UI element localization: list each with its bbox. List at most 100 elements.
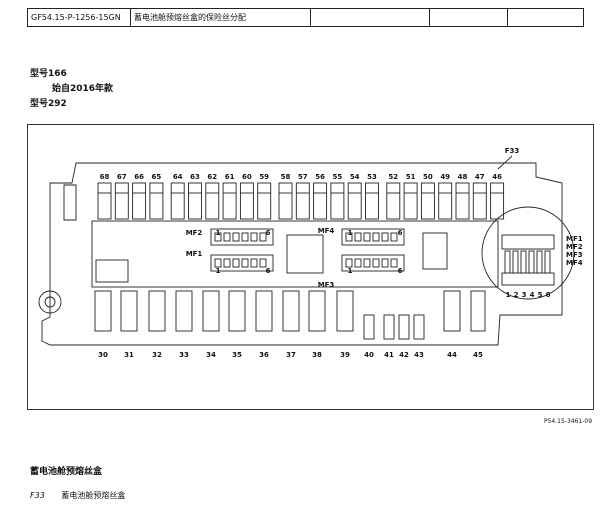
header-cell-empty-2 (430, 9, 508, 26)
top-fuse (438, 182, 453, 220)
relay-mf3-pin (372, 258, 380, 268)
mount-ring (38, 290, 62, 314)
bottom-fuse (383, 314, 395, 340)
relay-mf4-pin (390, 232, 398, 242)
relay-mf3-pin (345, 258, 353, 268)
top-fuse-label: 64 (173, 173, 183, 181)
relay-mf4-pin (372, 232, 380, 242)
top-fuse (97, 182, 112, 220)
top-fuse-label: 65 (152, 173, 162, 181)
top-fuse (403, 182, 418, 220)
relay-mf4 (341, 228, 405, 246)
top-fuse (239, 182, 254, 220)
relay-pin-label: 6 (398, 229, 403, 237)
top-fuse-label: 62 (207, 173, 217, 181)
inset-pin (512, 250, 519, 274)
top-fuse (295, 182, 310, 220)
top-fuse (205, 182, 220, 220)
relay-mf3-pin (390, 258, 398, 268)
top-fuse (455, 182, 470, 220)
top-fuse (149, 182, 164, 220)
top-fuse-label: 50 (423, 173, 433, 181)
relay-pin-label: 6 (266, 267, 271, 275)
inset-label: MF2 (566, 243, 583, 251)
top-fuse (365, 182, 379, 220)
relay-mf1-pin (214, 258, 222, 268)
relay-mf1-pin (223, 258, 231, 268)
top-fuse-label: 53 (367, 173, 377, 181)
relay-mf4-pin (363, 232, 371, 242)
header-cell-empty-1 (311, 9, 430, 26)
top-fuse-label: 51 (406, 173, 416, 181)
top-fuse (170, 182, 185, 220)
top-fuse (132, 182, 147, 220)
relay-mf2-pin (241, 232, 249, 242)
top-fuse-label: 49 (440, 173, 450, 181)
inset-label: MF3 (566, 251, 583, 259)
top-fuse (257, 182, 272, 220)
center-block (286, 234, 324, 274)
bottom-fuse-label: 39 (340, 351, 350, 359)
bottom-fuse (282, 290, 300, 332)
bottom-fuse-label: 33 (179, 351, 189, 359)
side-block (422, 232, 448, 270)
top-fuse-label: 48 (458, 173, 468, 181)
inset-label: MF1 (566, 235, 583, 243)
bottom-fuse (398, 314, 410, 340)
inset-relay-top (501, 234, 555, 250)
doc-title: 蓄电池舱预熔丝盒的保险丝分配 (131, 9, 311, 26)
relay-mf2-pin (259, 232, 267, 242)
top-fuse-label: 52 (388, 173, 398, 181)
relay-mf2-pin (214, 232, 222, 242)
legend-key: F33 (30, 491, 45, 500)
top-fuse (222, 182, 237, 220)
top-fuse (313, 182, 328, 220)
relay-mf2-pin (223, 232, 231, 242)
relay-label-mf3: MF3 (318, 281, 335, 289)
top-fuse-label: 54 (350, 173, 360, 181)
relay-pin-label: 1 (348, 229, 353, 237)
inset-pin-label: 2 (514, 291, 519, 299)
top-fuse-label: 57 (298, 173, 308, 181)
bottom-fuse (308, 290, 326, 332)
top-fuse (490, 182, 505, 220)
inset-pin-label: 4 (530, 291, 535, 299)
header-cell-empty-3 (508, 9, 583, 26)
top-fuse-label: 59 (259, 173, 269, 181)
inset-relay-base (501, 272, 555, 286)
bottom-fuse-label: 38 (312, 351, 322, 359)
relay-label-mf1: MF1 (186, 250, 203, 258)
inset-pin (520, 250, 527, 274)
model-line-1: 型号166 (30, 69, 67, 79)
top-fuse (278, 182, 293, 220)
relay-mf1-pin (241, 258, 249, 268)
relay-mf3-pin (381, 258, 389, 268)
bottom-fuse-label: 41 (384, 351, 394, 359)
inset-circle (481, 206, 575, 300)
bottom-fuse-label: 31 (124, 351, 134, 359)
figure-caption: 蓄电池舱预熔丝盒 (30, 467, 103, 477)
inset-pin-label: 1 (506, 291, 511, 299)
inset-pin-label: 6 (546, 291, 551, 299)
top-fuse (472, 182, 487, 220)
top-fuse (330, 182, 345, 220)
top-fuse-label: 56 (315, 173, 325, 181)
relay-pin-label: 1 (216, 229, 221, 237)
bottom-fuse (443, 290, 461, 332)
bottom-fuse-label: 32 (152, 351, 162, 359)
inner-frame (91, 220, 499, 288)
top-fuse-label: 61 (225, 173, 235, 181)
inset-pin (536, 250, 543, 274)
relay-pin-label: 1 (216, 267, 221, 275)
top-fuse (420, 182, 435, 220)
relay-pin-label: 1 (348, 267, 353, 275)
relay-pin-label: 6 (398, 267, 403, 275)
bottom-fuse (336, 290, 354, 332)
inset-pin-label: 3 (522, 291, 527, 299)
top-fuse-label: 55 (333, 173, 343, 181)
top-fuse-label: 67 (117, 173, 127, 181)
relay-label-mf2: MF2 (186, 229, 203, 237)
bottom-fuse-label: 40 (364, 351, 374, 359)
bottom-fuse-label: 45 (473, 351, 483, 359)
